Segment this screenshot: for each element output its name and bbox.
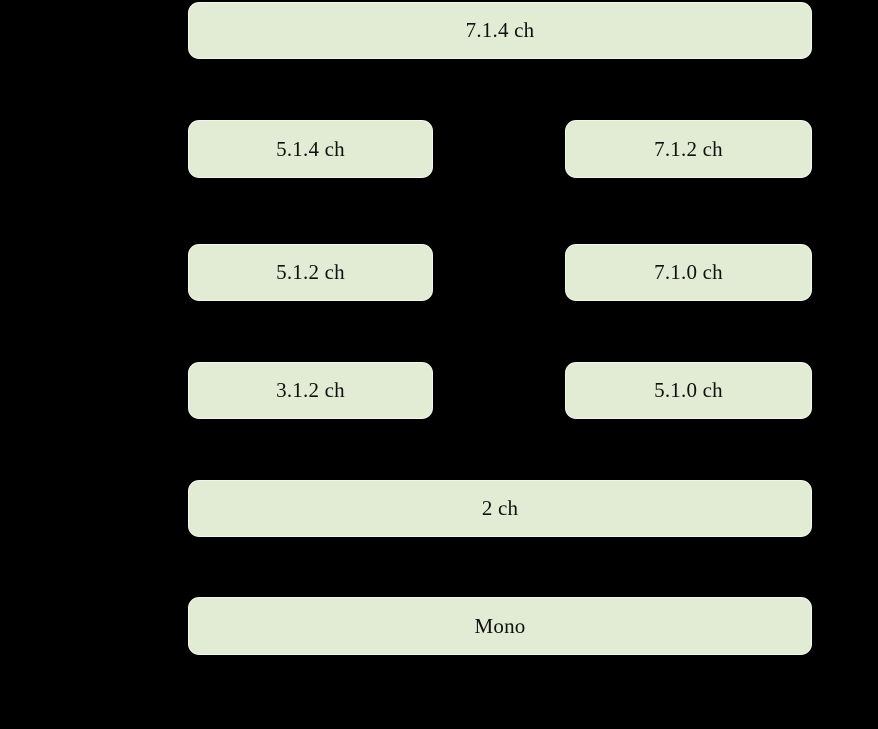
node-5-1-2-ch[interactable]: 5.1.2 ch	[188, 244, 433, 301]
node-label: 7.1.0 ch	[654, 260, 723, 284]
node-label: Mono	[474, 613, 526, 638]
node-7-1-2-ch[interactable]: 7.1.2 ch	[565, 120, 812, 178]
node-label: 5.1.2 ch	[276, 260, 345, 284]
node-label: 2 ch	[481, 496, 519, 520]
node-5-1-4-ch[interactable]: 5.1.4 ch	[188, 120, 433, 178]
node-mono[interactable]: Mono	[188, 597, 812, 655]
node-3-1-2-ch[interactable]: 3.1.2 ch	[188, 362, 433, 419]
node-7-1-0-ch[interactable]: 7.1.0 ch	[565, 244, 812, 301]
node-7-1-4-ch[interactable]: 7.1.4 ch	[188, 2, 812, 59]
node-5-1-0-ch[interactable]: 5.1.0 ch	[565, 362, 812, 419]
node-label: 7.1.2 ch	[654, 136, 723, 161]
node-label: 5.1.4 ch	[276, 136, 345, 161]
node-label: 7.1.4 ch	[465, 18, 535, 42]
node-label: 3.1.2 ch	[276, 378, 345, 402]
node-2-ch[interactable]: 2 ch	[188, 480, 812, 537]
node-label: 5.1.0 ch	[654, 378, 723, 402]
